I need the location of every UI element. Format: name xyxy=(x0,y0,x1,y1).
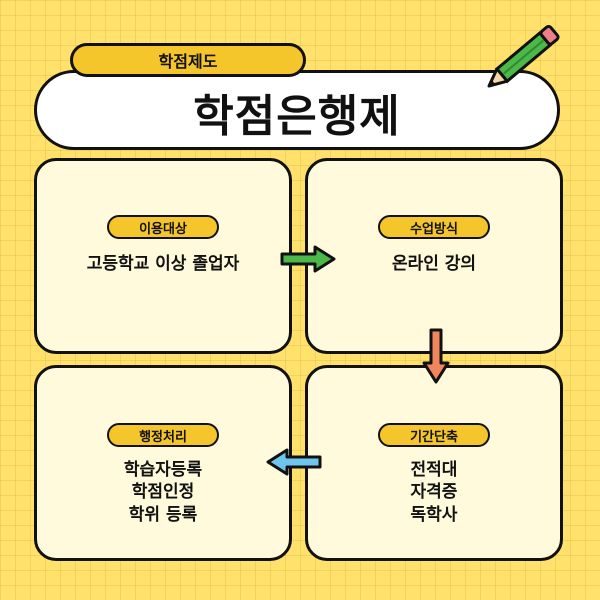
tag-label: 행정처리 xyxy=(139,429,187,445)
card-admin-process: 행정처리 학습자등록 학점인정 학위 등록 xyxy=(34,365,292,561)
card-content: 학습자등록 학점인정 학위 등록 xyxy=(124,459,202,526)
subtitle-pill: 학점제도 xyxy=(70,43,306,77)
tag-period-shortening: 기간단축 xyxy=(378,423,490,447)
arrow-right-icon xyxy=(280,245,336,273)
subtitle-text: 학점제도 xyxy=(158,52,218,71)
tag-label: 수업방식 xyxy=(410,221,458,237)
card-line: 독학사 xyxy=(410,504,458,525)
tag-class-method: 수업방식 xyxy=(378,215,490,239)
card-line: 전적대 xyxy=(410,460,458,480)
card-line: 고등학교 이상 졸업자 xyxy=(86,254,240,274)
tag-admin-process: 행정처리 xyxy=(107,423,219,447)
card-line: 학습자등록 xyxy=(123,460,203,480)
arrow-left-icon xyxy=(266,448,322,476)
card-line: 온라인 강의 xyxy=(391,254,477,274)
page-title: 학점은행제 xyxy=(193,91,401,142)
card-class-method: 수업방식 온라인 강의 xyxy=(305,158,563,354)
card-target-users: 이용대상 고등학교 이상 졸업자 xyxy=(34,158,292,354)
title-banner: 학점은행제 xyxy=(34,70,560,150)
arrow-down-icon xyxy=(422,328,450,384)
tag-target-users: 이용대상 xyxy=(107,215,219,239)
card-period-shortening: 기간단축 전적대 자격증 독학사 xyxy=(305,365,563,561)
card-content: 온라인 강의 xyxy=(392,253,476,275)
card-content: 전적대 자격증 독학사 xyxy=(411,459,458,526)
card-line: 학점인정 xyxy=(131,482,195,503)
pencil-icon xyxy=(487,24,560,88)
card-content: 고등학교 이상 졸업자 xyxy=(87,253,240,275)
tag-label: 기간단축 xyxy=(410,429,458,445)
tag-label: 이용대상 xyxy=(139,221,187,237)
card-line: 학위 등록 xyxy=(128,504,198,525)
card-line: 자격증 xyxy=(410,482,458,503)
